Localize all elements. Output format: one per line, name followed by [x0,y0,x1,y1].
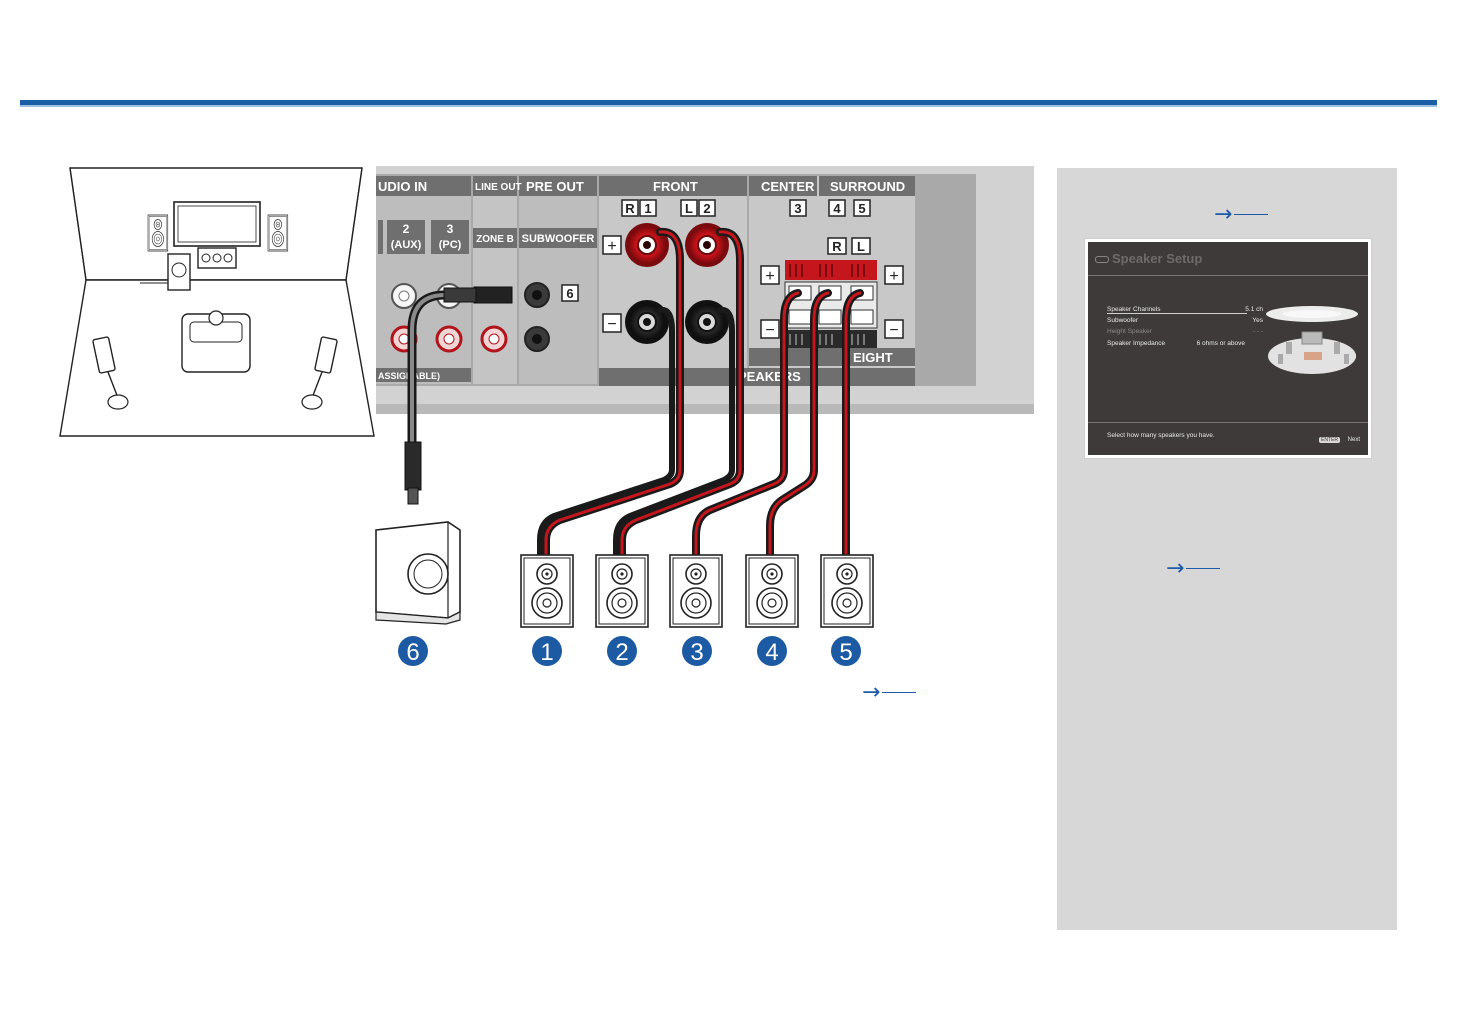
osd-row-speaker-channels[interactable]: Speaker Channels 5.1 ch [1107,306,1263,314]
osd-row-height-speaker[interactable]: Height Speaker - - - [1107,328,1263,335]
subwoofer-unit [375,521,461,625]
section-label-speakers: PEAKERS [738,369,801,384]
osd-row-speaker-impedance[interactable]: Speaker Impedance 6 ohms or above [1107,340,1245,347]
front-l-letter: L [685,201,693,216]
speaker-layout-preview-icon [1266,306,1358,374]
audio-in-3-label: (PC) [439,239,462,251]
osd-hint-text: Select how many speakers you have. [1107,432,1215,439]
center-minus-sign: − [765,322,774,339]
section-label-line-out: LINE OUT [475,182,522,193]
audio-in-2-number: 2 [403,222,410,236]
speaker-2 [595,554,649,628]
badge-speaker-5: 5 [831,636,861,666]
badge-speaker-4: 4 [757,636,787,666]
front-r-letter: R [625,201,635,216]
page-reference-link-main[interactable]: → [862,680,917,705]
section-label-height: EIGHT [853,350,893,365]
front-l-number: 2 [703,201,710,216]
receiver-rear-panel: UDIO IN LINE OUT PRE OUT FRONT CENTER SU… [376,166,1034,414]
speaker-cables [404,227,864,560]
center-plus-sign: + [765,268,774,285]
speaker-5 [820,554,874,628]
subwoofer-out-label: SUBWOOFER [522,233,595,245]
return-icon [1095,256,1109,263]
section-label-surround: SURROUND [830,179,905,194]
svg-text:3: 3 [690,639,703,666]
section-label-front: FRONT [653,179,698,194]
height-l-letter: L [857,239,865,254]
section-label-pre-out: PRE OUT [526,179,584,194]
height-r-letter: R [832,239,842,254]
svg-text:2: 2 [615,639,628,666]
osd-title: Speaker Setup [1112,251,1203,266]
surround-plus-sign: + [889,268,898,285]
svg-text:4: 4 [765,639,778,666]
audio-in-3-number: 3 [447,222,454,236]
speaker-1 [520,554,574,628]
svg-text:1: 1 [540,639,553,666]
svg-text:6: 6 [406,639,419,666]
enter-key-icon: ENTER [1319,437,1340,443]
room-layout-illustration [59,167,375,437]
svg-text:5: 5 [839,639,852,666]
push-terminals [784,260,878,348]
front-plus-sign: + [607,238,616,255]
surround-number-4: 4 [833,201,841,216]
audio-in-2-label: (AUX) [391,239,422,251]
front-minus-sign: − [607,316,616,333]
speaker-3 [669,554,723,628]
page-reference-link-side-mid[interactable]: → [1166,556,1221,581]
zone-b-label: ZONE B [476,234,514,245]
badge-subwoofer-6: 6 [398,636,428,666]
badge-speaker-1: 1 [532,636,562,666]
speaker-4 [745,554,799,628]
subwoofer-terminal-number: 6 [566,286,573,301]
badge-speaker-3: 3 [682,636,712,666]
header-rule [20,100,1437,107]
center-number: 3 [794,201,801,216]
badge-speaker-2: 2 [607,636,637,666]
osd-row-subwoofer[interactable]: Subwoofer Yes [1107,317,1263,324]
surround-number-5: 5 [858,201,865,216]
surround-minus-sign: − [889,322,898,339]
speaker-setup-screen: Speaker Setup Speaker Channels 5.1 ch Su… [1084,238,1372,459]
front-r-number: 1 [644,201,651,216]
section-label-center: CENTER [761,179,815,194]
page-reference-link-side-top[interactable]: → [1214,202,1269,227]
section-label-audio-in: UDIO IN [378,179,427,194]
osd-next-label[interactable]: Next [1347,437,1360,443]
